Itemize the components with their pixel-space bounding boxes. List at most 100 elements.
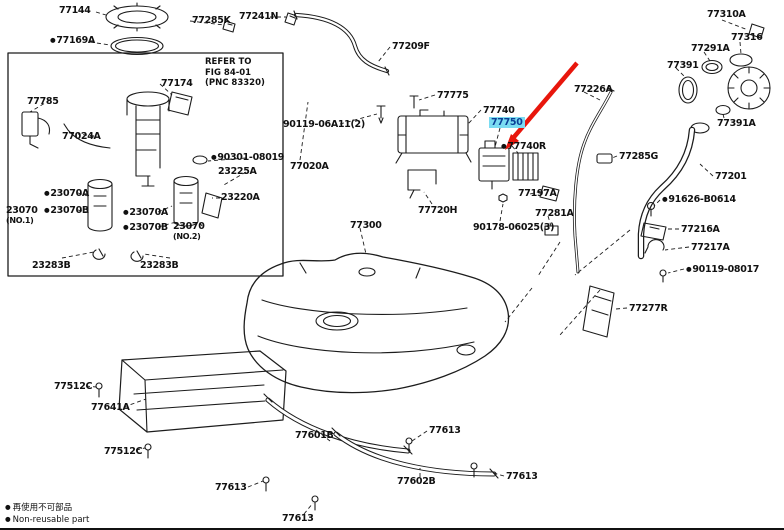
part-label-77720H[interactable]: 77720H — [418, 205, 458, 216]
part-label-77291A[interactable]: 77291A — [691, 44, 730, 54]
part-label-77277R[interactable]: 77277R — [629, 304, 668, 314]
part-label-23070B[interactable]: ●23070B — [44, 206, 89, 216]
fuel-pump-plate — [105, 2, 169, 32]
legend-line-jp: ●再使用不可部品 — [5, 503, 89, 514]
part-label-23283B[interactable]: 23283B — [32, 261, 71, 271]
part-label-77285K[interactable]: 77285K — [192, 16, 231, 26]
charcoal-canister-77740 — [395, 109, 472, 164]
nut-90178 — [498, 193, 508, 203]
part-label-77613[interactable]: 77613 — [429, 426, 461, 436]
part-number-text: 77613 — [506, 471, 538, 482]
part-label-77217A[interactable]: 77217A — [691, 243, 730, 253]
part-label-77613[interactable]: 77613 — [506, 472, 538, 482]
gasket-77391A — [715, 104, 731, 116]
part-label-23283B[interactable]: 23283B — [140, 261, 179, 271]
part-number-text: 23070 — [173, 221, 205, 232]
oring-90301 — [192, 155, 208, 165]
part-label-77226A[interactable]: 77226A — [574, 85, 613, 95]
part-number-text: 77785 — [27, 96, 59, 107]
part-label-77740[interactable]: 77740 — [483, 106, 515, 116]
part-number-text: 23070B — [129, 222, 168, 233]
bolt-77775 — [409, 95, 419, 109]
part-label-23070A[interactable]: ●23070A — [123, 208, 168, 218]
part-number-text: 77391A — [717, 118, 756, 129]
part-label-90178-06025(3)[interactable]: 90178-06025(3) — [473, 223, 554, 233]
part-label-77197A[interactable]: 77197A — [518, 189, 557, 199]
part-label-77310A[interactable]: 77310A — [707, 10, 746, 20]
part-label-23070(NO.1)[interactable]: 23070(NO.1) — [6, 206, 38, 225]
part-number-text: 77300 — [350, 220, 382, 231]
part-label-77209F[interactable]: 77209F — [392, 42, 430, 52]
part-label-77512C[interactable]: 77512C — [54, 382, 93, 392]
part-label-77169A[interactable]: ●77169A — [50, 36, 95, 46]
part-label-77601B[interactable]: 77601B — [295, 431, 334, 441]
part-label-77785[interactable]: 77785 — [27, 97, 59, 107]
part-label-23070B[interactable]: ●23070B — [123, 223, 168, 233]
refer-note-line1: REFER TO — [205, 57, 252, 67]
part-label-77201[interactable]: 77201 — [715, 172, 747, 182]
part-label-23220A[interactable]: 23220A — [221, 193, 260, 203]
part-label-23070A[interactable]: ●23070A — [44, 189, 89, 199]
clip-23283B-left — [92, 248, 106, 260]
part-label-77613[interactable]: 77613 — [282, 514, 314, 524]
part-label-77740R[interactable]: ●77740R — [501, 142, 546, 152]
part-number-text: 77720H — [418, 205, 458, 216]
part-number-text: 77602B — [397, 476, 436, 487]
non-reusable-dot-icon: ● — [501, 141, 507, 150]
part-label-77174[interactable]: 77174 — [161, 79, 193, 89]
red-highlight-arrow — [505, 61, 579, 150]
part-label-77281A[interactable]: 77281A — [535, 209, 574, 219]
part-number-text: 23220A — [221, 192, 260, 203]
part-number-text: 77750 — [489, 117, 525, 128]
part-number-text: 77641A — [91, 402, 130, 413]
part-label-77641A[interactable]: 77641A — [91, 403, 130, 413]
bolt-90119-06A11 — [376, 105, 386, 124]
part-number-text: 91626-B0614 — [668, 194, 736, 205]
part-label-77241N[interactable]: 77241N — [239, 12, 279, 22]
part-label-90301-08019[interactable]: ●90301-08019 — [211, 153, 284, 163]
part-number-text: 77281A — [535, 208, 574, 219]
part-label-77602B[interactable]: 77602B — [397, 477, 436, 487]
part-label-23070(NO.2)[interactable]: 23070(NO.2) — [173, 222, 205, 241]
part-label-77391A[interactable]: 77391A — [717, 119, 756, 129]
non-reusable-dot-icon: ● — [5, 503, 11, 512]
part-label-23225A[interactable]: 23225A — [218, 167, 257, 177]
protector-77277R — [582, 285, 615, 338]
bolt-77512C-top — [95, 382, 103, 398]
cushion-77281A — [544, 225, 559, 236]
detail-box — [7, 52, 284, 277]
part-label-77613[interactable]: 77613 — [215, 483, 247, 493]
part-number-text: 90119-08017 — [692, 264, 760, 275]
part-number-text: 77020A — [290, 161, 329, 172]
part-number-subtext: (NO.2) — [173, 231, 201, 241]
part-label-77285G[interactable]: 77285G — [619, 152, 658, 162]
part-number-text: 77217A — [691, 242, 730, 253]
fuel-cap-77310A — [727, 23, 771, 110]
part-number-text: 77277R — [629, 303, 668, 314]
non-reusable-dot-icon: ● — [44, 205, 50, 214]
part-label-77020A[interactable]: 77020A — [290, 162, 329, 172]
part-label-90119-06A11(2)[interactable]: 90119-06A11(2) — [283, 120, 365, 130]
breather-tube-77226A — [572, 87, 615, 274]
part-label-77512C[interactable]: 77512C — [104, 447, 143, 457]
part-number-text: 77285G — [619, 151, 659, 162]
part-label-77775[interactable]: 77775 — [437, 91, 469, 101]
part-number-text: 23070B — [50, 205, 89, 216]
part-label-77300[interactable]: 77300 — [350, 221, 382, 231]
refer-note: REFER TO FIG 84-01 (PNC 83320) — [205, 57, 265, 89]
tank-band-77601B — [263, 393, 413, 455]
part-number-text: 77613 — [429, 425, 461, 436]
part-number-text: 23225A — [218, 166, 257, 177]
part-label-77750[interactable]: 77750 — [489, 117, 525, 128]
tube-77024A — [63, 123, 111, 149]
part-number-text: 23283B — [32, 260, 71, 271]
part-label-77216A[interactable]: 77216A — [681, 225, 720, 235]
part-label-77391[interactable]: 77391 — [667, 61, 699, 71]
part-number-text: 77613 — [282, 513, 314, 524]
part-label-90119-08017[interactable]: ●90119-08017 — [686, 265, 759, 275]
part-label-91626-B0614[interactable]: ●91626-B0614 — [662, 195, 736, 205]
fuel-tank-77300 — [243, 252, 510, 394]
part-label-77316[interactable]: 77316 — [731, 33, 763, 43]
part-label-77024A[interactable]: 77024A — [62, 132, 101, 142]
part-label-77144[interactable]: 77144 — [59, 6, 91, 16]
